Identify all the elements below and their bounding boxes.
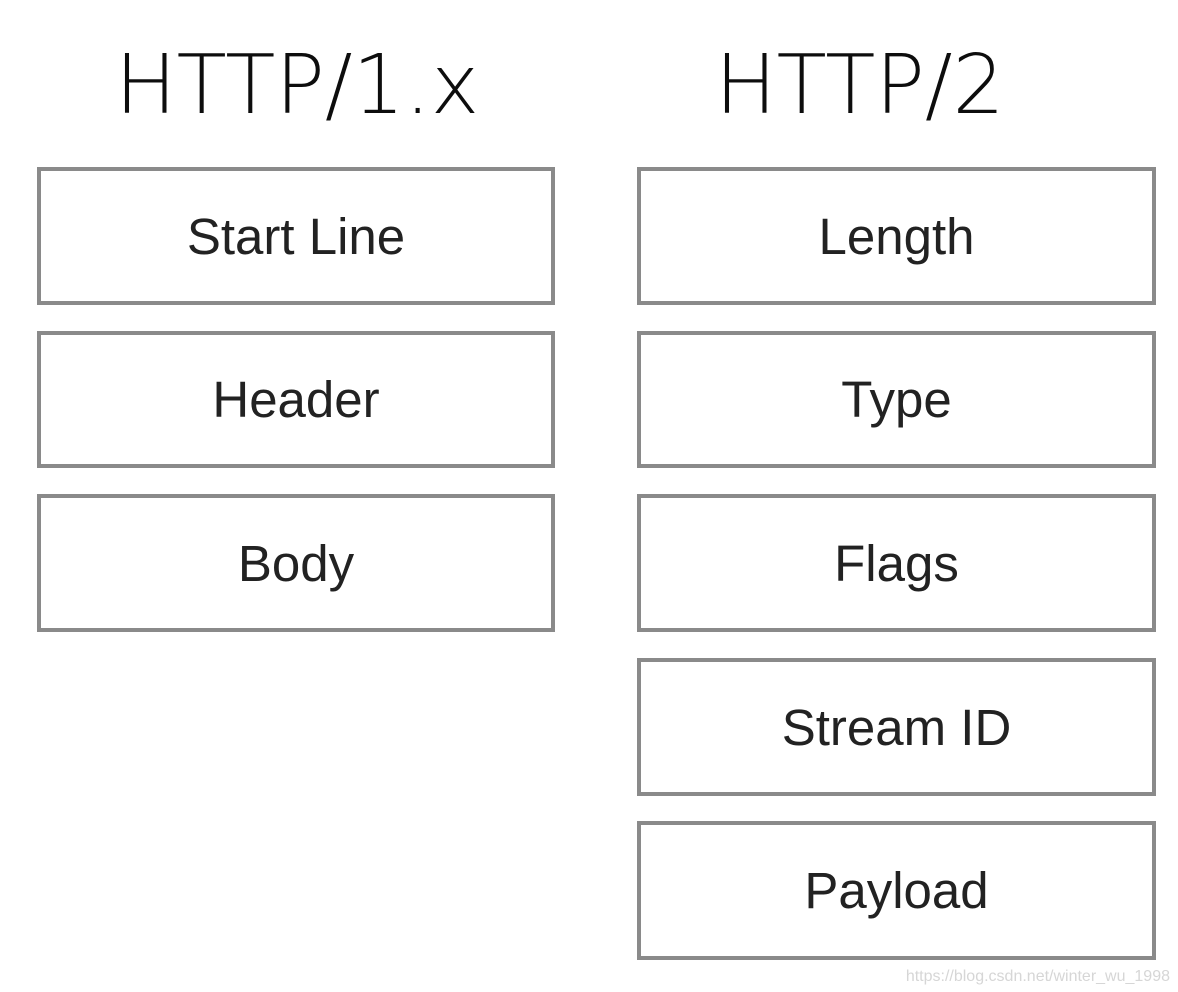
http2-field-stream-id: Stream ID bbox=[637, 658, 1156, 796]
http2-field-flags: Flags bbox=[637, 494, 1156, 632]
http1-title: HTTP/1.x bbox=[115, 38, 480, 133]
watermark: https://blog.csdn.net/winter_wu_1998 bbox=[905, 968, 1170, 985]
http2-field-length: Length bbox=[637, 167, 1156, 305]
http1-field-body: Body bbox=[37, 494, 555, 632]
field-label: Type bbox=[841, 371, 952, 428]
http2-field-payload: Payload bbox=[637, 821, 1156, 960]
field-label: Length bbox=[818, 207, 975, 265]
field-label: Body bbox=[237, 534, 355, 592]
http1-field-header: Header bbox=[37, 331, 555, 468]
field-label: Stream ID bbox=[781, 698, 1012, 756]
http2-field-type: Type bbox=[637, 331, 1156, 468]
field-label: Start Line bbox=[186, 207, 406, 265]
field-label: Payload bbox=[804, 862, 989, 919]
field-label: Header bbox=[212, 371, 380, 428]
field-label: Flags bbox=[834, 534, 959, 592]
http2-title: HTTP/2 bbox=[715, 38, 1005, 133]
http1-field-start-line: Start Line bbox=[37, 167, 555, 305]
